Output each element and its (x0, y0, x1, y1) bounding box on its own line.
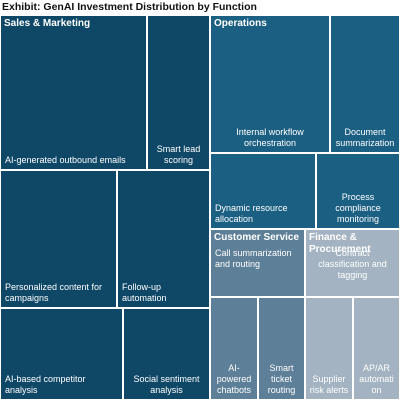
treemap-tile: Internal workflow orchestration (210, 15, 330, 153)
treemap-tile: Smart lead scoring (147, 15, 210, 170)
group-label: Operations (214, 18, 267, 29)
treemap-tile: AI-generated outbound emails (0, 15, 147, 170)
tile-label: AI- powered chatbots (216, 363, 252, 395)
tile-label: Dynamic resource allocation (215, 203, 288, 224)
tile-label: Call summarization and routing (215, 248, 292, 269)
treemap-tile: Contract classification and tagging (305, 229, 400, 297)
tile-label: Process compliance monitoring (335, 192, 381, 224)
treemap-tile: AP/AR automati on (353, 297, 400, 400)
tile-label: Internal workflow orchestration (236, 127, 304, 148)
treemap-tile: Personalized content for campaigns (0, 170, 117, 308)
treemap-tile: Smart ticket routing (258, 297, 305, 400)
treemap-tile: Follow-up automation (117, 170, 210, 308)
treemap-tile: AI-based competitor analysis (0, 308, 123, 400)
group-label: Sales & Marketing (4, 18, 91, 29)
treemap-tile: Dynamic resource allocation (210, 153, 316, 229)
group-label: Customer Service (214, 232, 300, 243)
tile-label: Social sentiment analysis (133, 374, 200, 395)
treemap-tile: Supplier risk alerts (305, 297, 353, 400)
tile-label: AP/AR automati on (359, 363, 394, 395)
treemap-tile: Social sentiment analysis (123, 308, 210, 400)
treemap-tile: Process compliance monitoring (316, 153, 400, 229)
tile-label: Supplier risk alerts (309, 374, 349, 395)
chart-title: Exhibit: GenAI Investment Distribution b… (2, 1, 257, 13)
treemap-tile: AI- powered chatbots (210, 297, 258, 400)
tile-label: AI-generated outbound emails (5, 155, 126, 165)
tile-label: Document summarization (335, 127, 395, 148)
treemap-tile: Document summarization (330, 15, 400, 153)
tile-label: Follow-up automation (122, 282, 167, 303)
tile-label: AI-based competitor analysis (5, 374, 86, 395)
tile-label: Smart lead scoring (156, 144, 201, 165)
tile-label: Smart ticket routing (267, 363, 296, 395)
tile-label: Contract classification and tagging (318, 248, 387, 280)
group-label: Finance & Procurement (309, 232, 371, 255)
tile-label: Personalized content for campaigns (5, 282, 103, 303)
treemap-tile: Call summarization and routing (210, 229, 305, 297)
